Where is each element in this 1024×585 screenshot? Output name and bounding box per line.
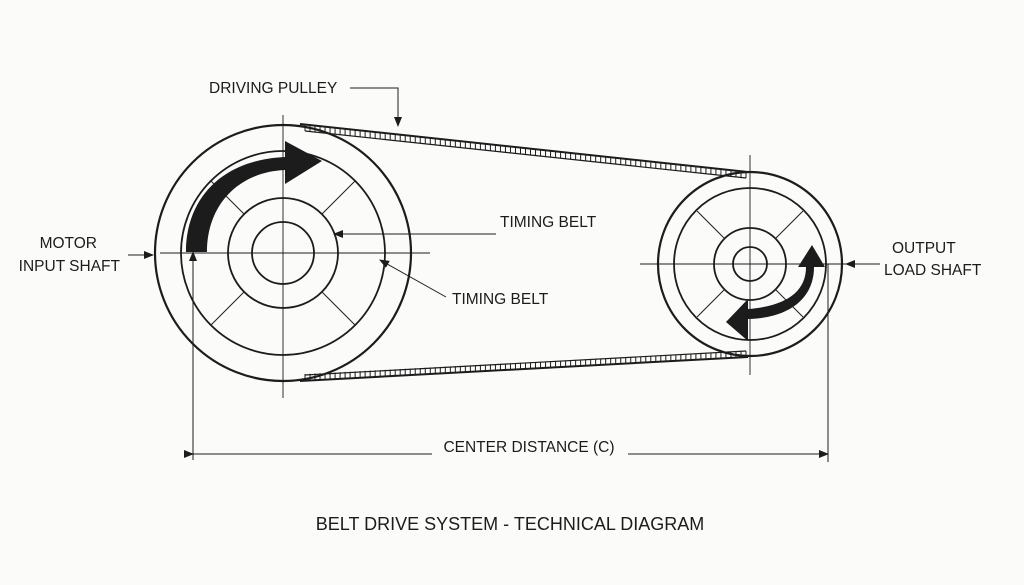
curved-arrow-clockwise-icon	[186, 141, 322, 252]
motor-label: MOTOR	[40, 235, 97, 252]
timing-belt-label-lower: TIMING BELT	[452, 291, 549, 308]
driving-pulley-label: DRIVING PULLEY	[209, 80, 337, 97]
output-label: OUTPUT	[892, 240, 956, 257]
input-shaft-label: INPUT SHAFT	[19, 258, 121, 275]
leader-lines	[128, 87, 880, 460]
center-distance-label: CENTER DISTANCE (C)	[443, 439, 614, 456]
center-distance-dimension	[184, 264, 829, 462]
diagram-title: BELT DRIVE SYSTEM - TECHNICAL DIAGRAM	[316, 514, 704, 534]
load-shaft-label: LOAD SHAFT	[884, 262, 982, 279]
curved-arrow-counterclockwise-icon	[726, 245, 825, 341]
timing-belt	[299, 123, 749, 382]
belt-teeth	[304, 125, 747, 380]
timing-belt-label-upper: TIMING BELT	[500, 214, 597, 231]
